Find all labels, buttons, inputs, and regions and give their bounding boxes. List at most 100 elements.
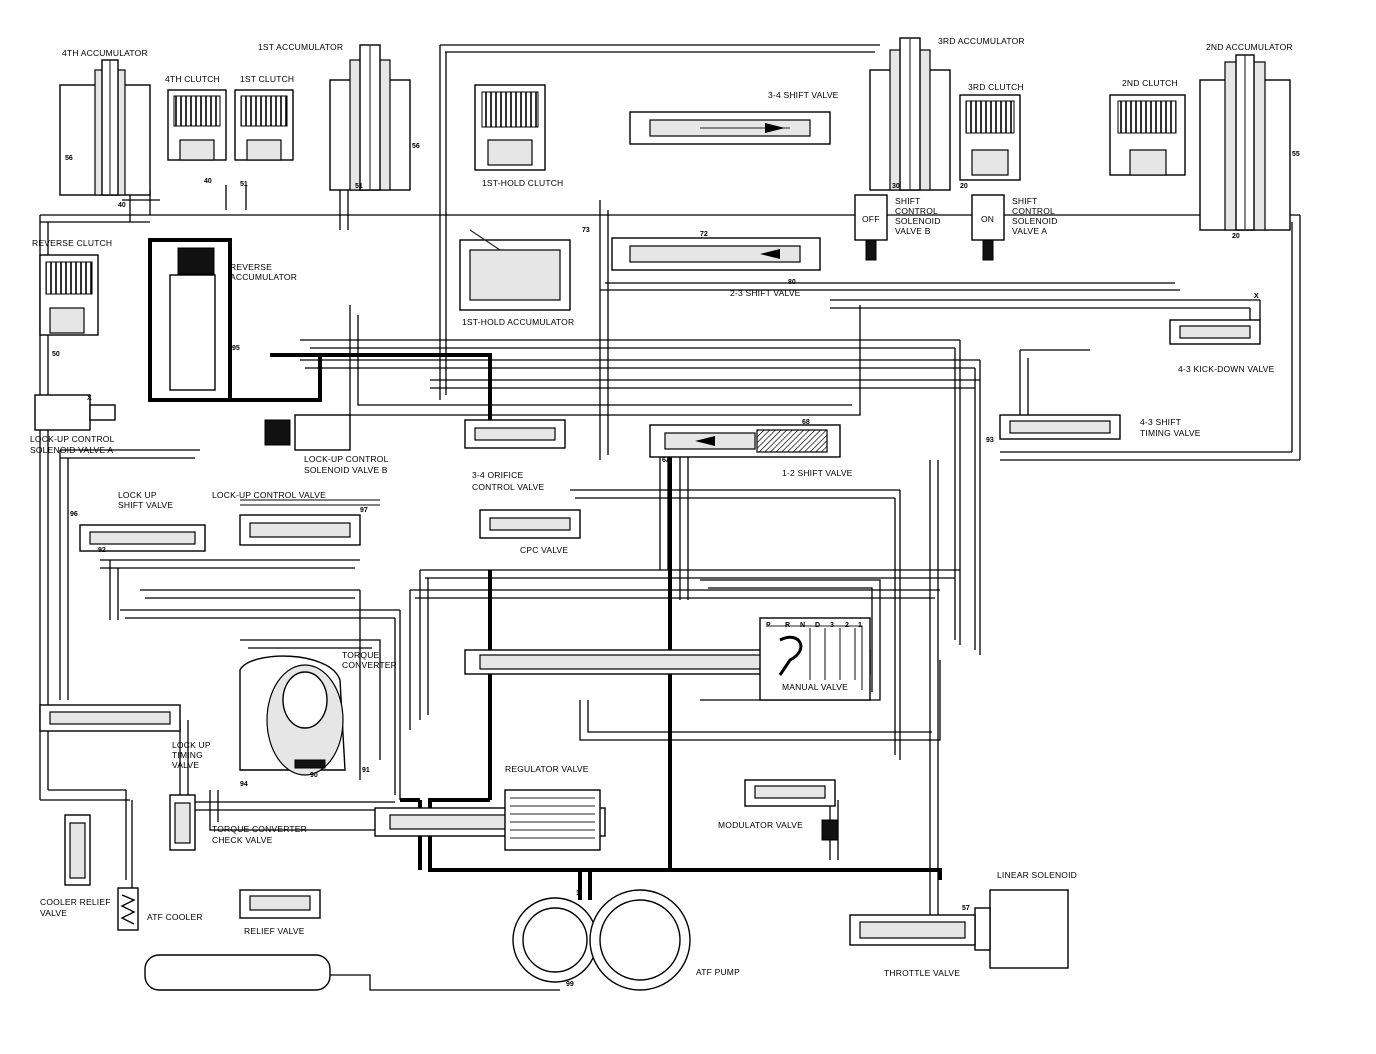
- 1-2-shift-valve: [649, 424, 841, 458]
- label-scsv-b-4: VALVE B: [895, 226, 931, 236]
- label-lock-up-solenoid-a-2: SOLENOID VALVE A: [30, 445, 113, 455]
- selector-d: D: [815, 622, 820, 629]
- component-labels: 4TH ACCUMULATOR 4TH CLUTCH 1ST CLUTCH 1S…: [30, 36, 1293, 978]
- port-50: 50: [52, 351, 60, 358]
- lock-up-shift-valve: [79, 524, 206, 552]
- port-x-1: X: [1254, 293, 1259, 300]
- label-lock-up-control-valve: LOCK-UP CONTROL VALVE: [212, 490, 326, 500]
- 4th-accumulator: [59, 59, 151, 196]
- port-20b: 20: [1232, 233, 1240, 240]
- label-1-2-shift-valve: 1-2 SHIFT VALVE: [782, 468, 853, 478]
- port-91: 91: [362, 767, 370, 774]
- 4th-clutch: [167, 89, 227, 161]
- label-linear-solenoid: LINEAR SOLENOID: [997, 870, 1077, 880]
- port-30: 30: [892, 183, 900, 190]
- label-reverse-accumulator-1: REVERSE: [230, 262, 272, 272]
- linear-solenoid: [974, 889, 1069, 969]
- torque-converter: [239, 655, 346, 776]
- label-tc-check-valve-2: CHECK VALVE: [212, 835, 273, 845]
- 3-4-orifice-control-valve: [464, 419, 566, 449]
- label-1st-hold-accumulator: 1ST-HOLD ACCUMULATOR: [462, 317, 574, 327]
- modulator-valve: [744, 779, 839, 841]
- selector-2: 2: [845, 622, 849, 629]
- 1st-accumulator: [329, 44, 411, 191]
- port-6a: 6A: [662, 457, 671, 464]
- label-cooler-relief-1: COOLER RELIEF: [40, 897, 111, 907]
- label-2nd-clutch: 2ND CLUTCH: [1122, 78, 1178, 88]
- label-regulator-valve: REGULATOR VALVE: [505, 764, 589, 774]
- label-lock-up-shift-valve-2: SHIFT VALVE: [118, 500, 173, 510]
- label-manual-valve: MANUAL VALVE: [782, 682, 848, 692]
- lock-up-timing-valve: [39, 704, 181, 732]
- port-73: 73: [582, 227, 590, 234]
- 1st-clutch: [234, 89, 294, 161]
- selector-n: N: [800, 622, 805, 629]
- port-56b: 56: [412, 143, 420, 150]
- label-3rd-clutch: 3RD CLUTCH: [968, 82, 1024, 92]
- label-atf-cooler: ATF COOLER: [147, 912, 203, 922]
- label-lock-up-timing-3: VALVE: [172, 760, 199, 770]
- atf-pump: [512, 889, 691, 991]
- cpc-valve: [479, 509, 581, 539]
- label-throttle-valve: THROTTLE VALVE: [884, 968, 960, 978]
- 4-3-kick-down-valve: [1169, 319, 1261, 345]
- fluid-lines: [39, 44, 1301, 941]
- port-20: 20: [960, 183, 968, 190]
- reverse-clutch: [39, 254, 99, 336]
- throttle-valve: [849, 914, 976, 946]
- label-3-4-shift-valve: 3-4 SHIFT VALVE: [768, 90, 839, 100]
- label-tc-check-valve-1: TORQUE CONVERTER: [212, 824, 307, 834]
- label-cpc-valve: CPC VALVE: [520, 545, 568, 555]
- 2-3-shift-valve: [611, 237, 821, 271]
- label-lock-up-timing-2: TIMING: [172, 750, 203, 760]
- 3rd-accumulator: [869, 37, 951, 191]
- port-99: 99: [566, 981, 574, 988]
- regulator-valve: [374, 789, 606, 851]
- cooler-relief-valve: [64, 814, 91, 886]
- label-atf-pump: ATF PUMP: [696, 967, 740, 977]
- port-57: 57: [962, 905, 970, 912]
- label-lock-up-solenoid-b-1: LOCK-UP CONTROL: [304, 454, 389, 464]
- label-solenoid-on: ON: [981, 214, 994, 224]
- label-4-3-kick-down-valve: 4-3 KICK-DOWN VALVE: [1178, 364, 1275, 374]
- port-95: 95: [232, 345, 240, 352]
- port-40: 40: [118, 202, 126, 209]
- label-lock-up-timing-1: LOCK UP: [172, 740, 211, 750]
- port-55: 55: [1292, 151, 1300, 158]
- 3-4-shift-valve: [629, 111, 831, 145]
- label-reverse-clutch: REVERSE CLUTCH: [32, 238, 112, 248]
- port-94: 94: [240, 781, 248, 788]
- 3rd-clutch: [959, 94, 1021, 181]
- 4-3-shift-timing-valve: [999, 414, 1121, 440]
- shift-control-solenoid-b: [854, 194, 888, 261]
- selector-p: P: [766, 622, 771, 629]
- label-lock-up-solenoid-b-2: SOLENOID VALVE B: [304, 465, 388, 475]
- 1st-hold-accumulator: [459, 229, 571, 311]
- port-92: 92: [98, 547, 106, 554]
- label-reverse-accumulator-2: ACCUMULATOR: [230, 272, 297, 282]
- label-modulator-valve: MODULATOR VALVE: [718, 820, 803, 830]
- label-4-3-shift-timing-1: 4-3 SHIFT: [1140, 417, 1181, 427]
- port-56: 56: [65, 155, 73, 162]
- lock-up-solenoid-b: [264, 414, 351, 451]
- selector-r: R: [785, 622, 790, 629]
- label-scsv-b-1: SHIFT: [895, 196, 921, 206]
- label-solenoid-off: OFF: [862, 214, 880, 224]
- 2nd-accumulator: [1199, 54, 1291, 231]
- label-torque-converter-1: TORQUE: [342, 650, 380, 660]
- label-scsv-a-3: SOLENOID: [1012, 216, 1058, 226]
- label-1st-clutch: 1ST CLUTCH: [240, 74, 294, 84]
- label-lock-up-shift-valve-1: LOCK UP: [118, 490, 157, 500]
- manual-selector-positions: P R N D 3 2 1: [766, 622, 862, 629]
- label-scsv-b-3: SOLENOID: [895, 216, 941, 226]
- lock-up-control-valve: [239, 514, 361, 546]
- shift-control-solenoid-a: [971, 194, 1005, 261]
- label-2nd-accumulator: 2ND ACCUMULATOR: [1206, 42, 1293, 52]
- selector-1: 1: [858, 622, 862, 629]
- port-51b: 51: [355, 183, 363, 190]
- torque-converter-check-valve: [169, 794, 196, 851]
- port-80: 80: [788, 279, 796, 286]
- label-3rd-accumulator: 3RD ACCUMULATOR: [938, 36, 1025, 46]
- selector-3: 3: [830, 622, 834, 629]
